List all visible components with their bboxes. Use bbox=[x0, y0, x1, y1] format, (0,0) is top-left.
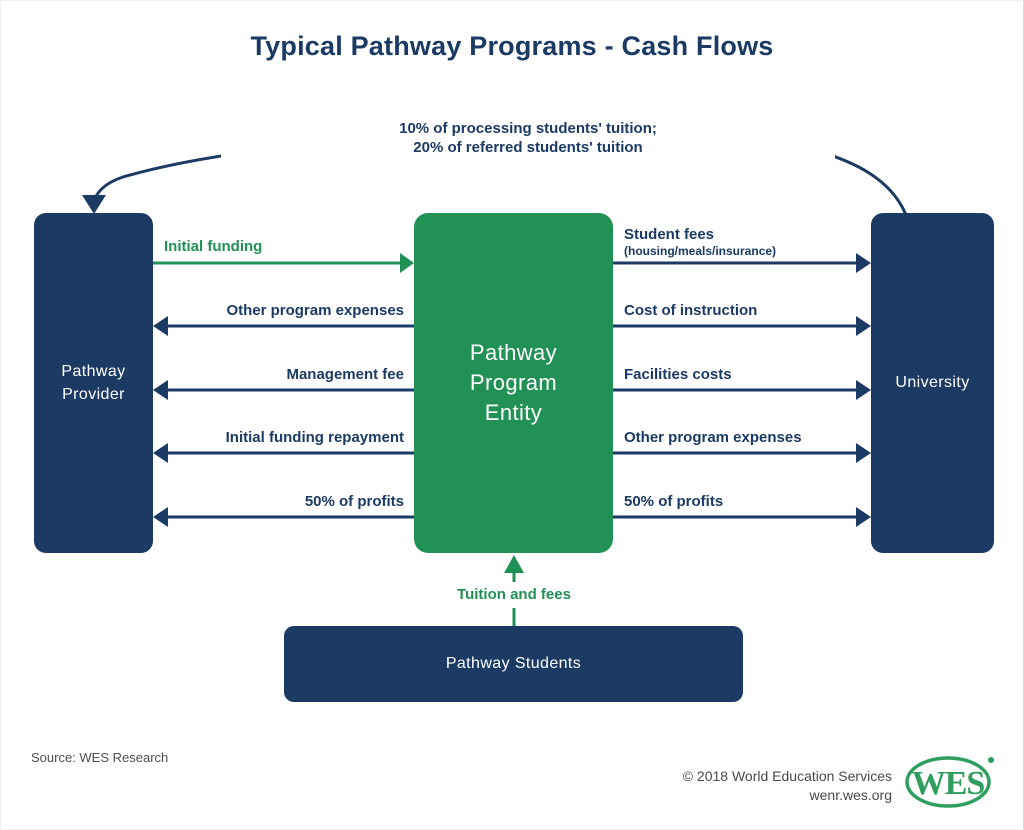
node-pathway-students-label: Pathway Students bbox=[445, 655, 582, 672]
flow-label-student-fees-sub: (housing/meals/insurance) bbox=[624, 244, 777, 258]
node-entity-label-line1: Pathway bbox=[469, 340, 558, 365]
arrow-other-program-expenses-left bbox=[153, 316, 414, 336]
node-university: University bbox=[871, 213, 994, 553]
node-entity-label-line2: Program bbox=[469, 370, 558, 395]
arrow-cost-of-instruction bbox=[613, 316, 871, 336]
commission-flow-label-line2: 20% of referred students' tuition bbox=[413, 139, 643, 156]
flow-label-facilities-costs: Facilities costs bbox=[624, 366, 732, 383]
flow-label-student-fees-main: Student fees bbox=[624, 226, 715, 243]
node-entity-label-line3: Entity bbox=[484, 400, 543, 425]
arrow-tuition-and-fees bbox=[504, 555, 524, 626]
wes-logo: WES bbox=[905, 756, 994, 808]
node-pathway-provider-label-line1: Pathway bbox=[61, 363, 126, 380]
copyright-line: © 2018 World Education Services bbox=[682, 768, 892, 784]
arrow-50-percent-profits-left bbox=[153, 507, 414, 527]
node-pathway-provider-label-line2: Provider bbox=[62, 386, 125, 403]
wes-logo-ellipse bbox=[905, 756, 991, 808]
flow-label-initial-funding-repayment: Initial funding repayment bbox=[225, 429, 404, 446]
flow-label-50-percent-profits-left: 50% of profits bbox=[304, 493, 404, 510]
page-title: Typical Pathway Programs - Cash Flows bbox=[250, 31, 774, 61]
commission-flow-label: 10% of processing students' tuition; 20%… bbox=[221, 117, 835, 159]
arrow-management-fee bbox=[153, 380, 414, 400]
wes-logo-text: WES bbox=[912, 765, 985, 802]
node-pathway-provider: Pathway Provider bbox=[34, 213, 153, 553]
node-pathway-program-entity: Pathway Program Entity bbox=[414, 213, 613, 553]
flow-label-tuition-and-fees: Tuition and fees bbox=[457, 586, 571, 603]
flow-label-cost-of-instruction: Cost of instruction bbox=[624, 302, 758, 319]
arrow-initial-funding bbox=[153, 253, 414, 273]
flow-label-initial-funding: Initial funding bbox=[164, 238, 263, 255]
flow-label-other-program-expenses-right: Other program expenses bbox=[624, 429, 802, 446]
arrow-50-percent-profits-right bbox=[613, 507, 871, 527]
arrow-facilities-costs bbox=[613, 380, 871, 400]
flow-label-50-percent-profits-right: 50% of profits bbox=[624, 493, 724, 510]
flow-label-management-fee: Management fee bbox=[286, 366, 404, 383]
arrow-other-program-expenses-right bbox=[613, 443, 871, 463]
site-url: wenr.wes.org bbox=[809, 787, 892, 803]
node-university-label: University bbox=[895, 374, 970, 391]
source-note: Source: WES Research bbox=[31, 750, 169, 765]
copyright-block: © 2018 World Education Services wenr.wes… bbox=[683, 767, 892, 805]
node-pathway-students: Pathway Students bbox=[284, 626, 743, 702]
arrow-initial-funding-repayment bbox=[153, 443, 414, 463]
commission-flow-label-line1: 10% of processing students' tuition; bbox=[399, 120, 657, 137]
arrow-student-fees bbox=[613, 253, 871, 273]
flow-label-other-program-expenses-left: Other program expenses bbox=[226, 302, 404, 319]
logo-trademark-dot bbox=[988, 757, 994, 763]
flow-label-student-fees: Student fees (housing/meals/insurance) bbox=[624, 226, 776, 258]
